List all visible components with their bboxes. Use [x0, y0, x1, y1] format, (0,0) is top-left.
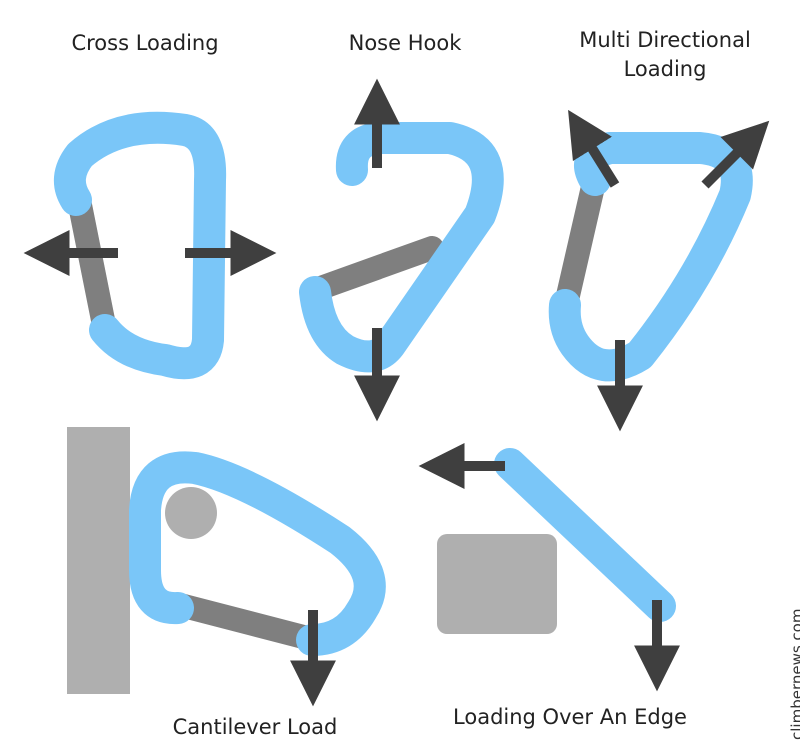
bolt-hanger-circle [165, 487, 217, 539]
cantilever-load-label: Cantilever Load [172, 715, 338, 739]
cantilever-carabiner-icon [129, 451, 386, 656]
nose-hook-label: Nose Hook [348, 31, 462, 55]
multi-directional-label-line1: Multi Directional [579, 28, 751, 52]
credit-text: climbernews.com [788, 608, 800, 740]
cross-loading-label: Cross Loading [71, 31, 219, 55]
over-edge-carabiner-icon [494, 448, 676, 622]
nose-hook-gate [303, 236, 444, 302]
force-arrow-upleft-icon [568, 109, 620, 188]
cross-loading-carabiner-icon [54, 111, 227, 380]
cross-loading-figure [23, 111, 277, 380]
over-edge-figure [418, 443, 680, 692]
multi-directional-label-line2: Loading [623, 57, 707, 81]
nose-hook-figure [299, 78, 504, 422]
loading-over-edge-label: Loading Over An Edge [453, 705, 687, 729]
wall-block [67, 427, 130, 694]
edge-block [437, 534, 557, 634]
cantilever-figure [67, 427, 386, 707]
multi-directional-figure [548, 109, 770, 432]
multi-directional-gate [555, 166, 607, 312]
cantilever-gate [168, 593, 327, 652]
force-arrow-upright-icon [701, 120, 770, 189]
cross-loading-gate [68, 193, 117, 342]
nose-hook-carabiner-icon [299, 122, 504, 373]
